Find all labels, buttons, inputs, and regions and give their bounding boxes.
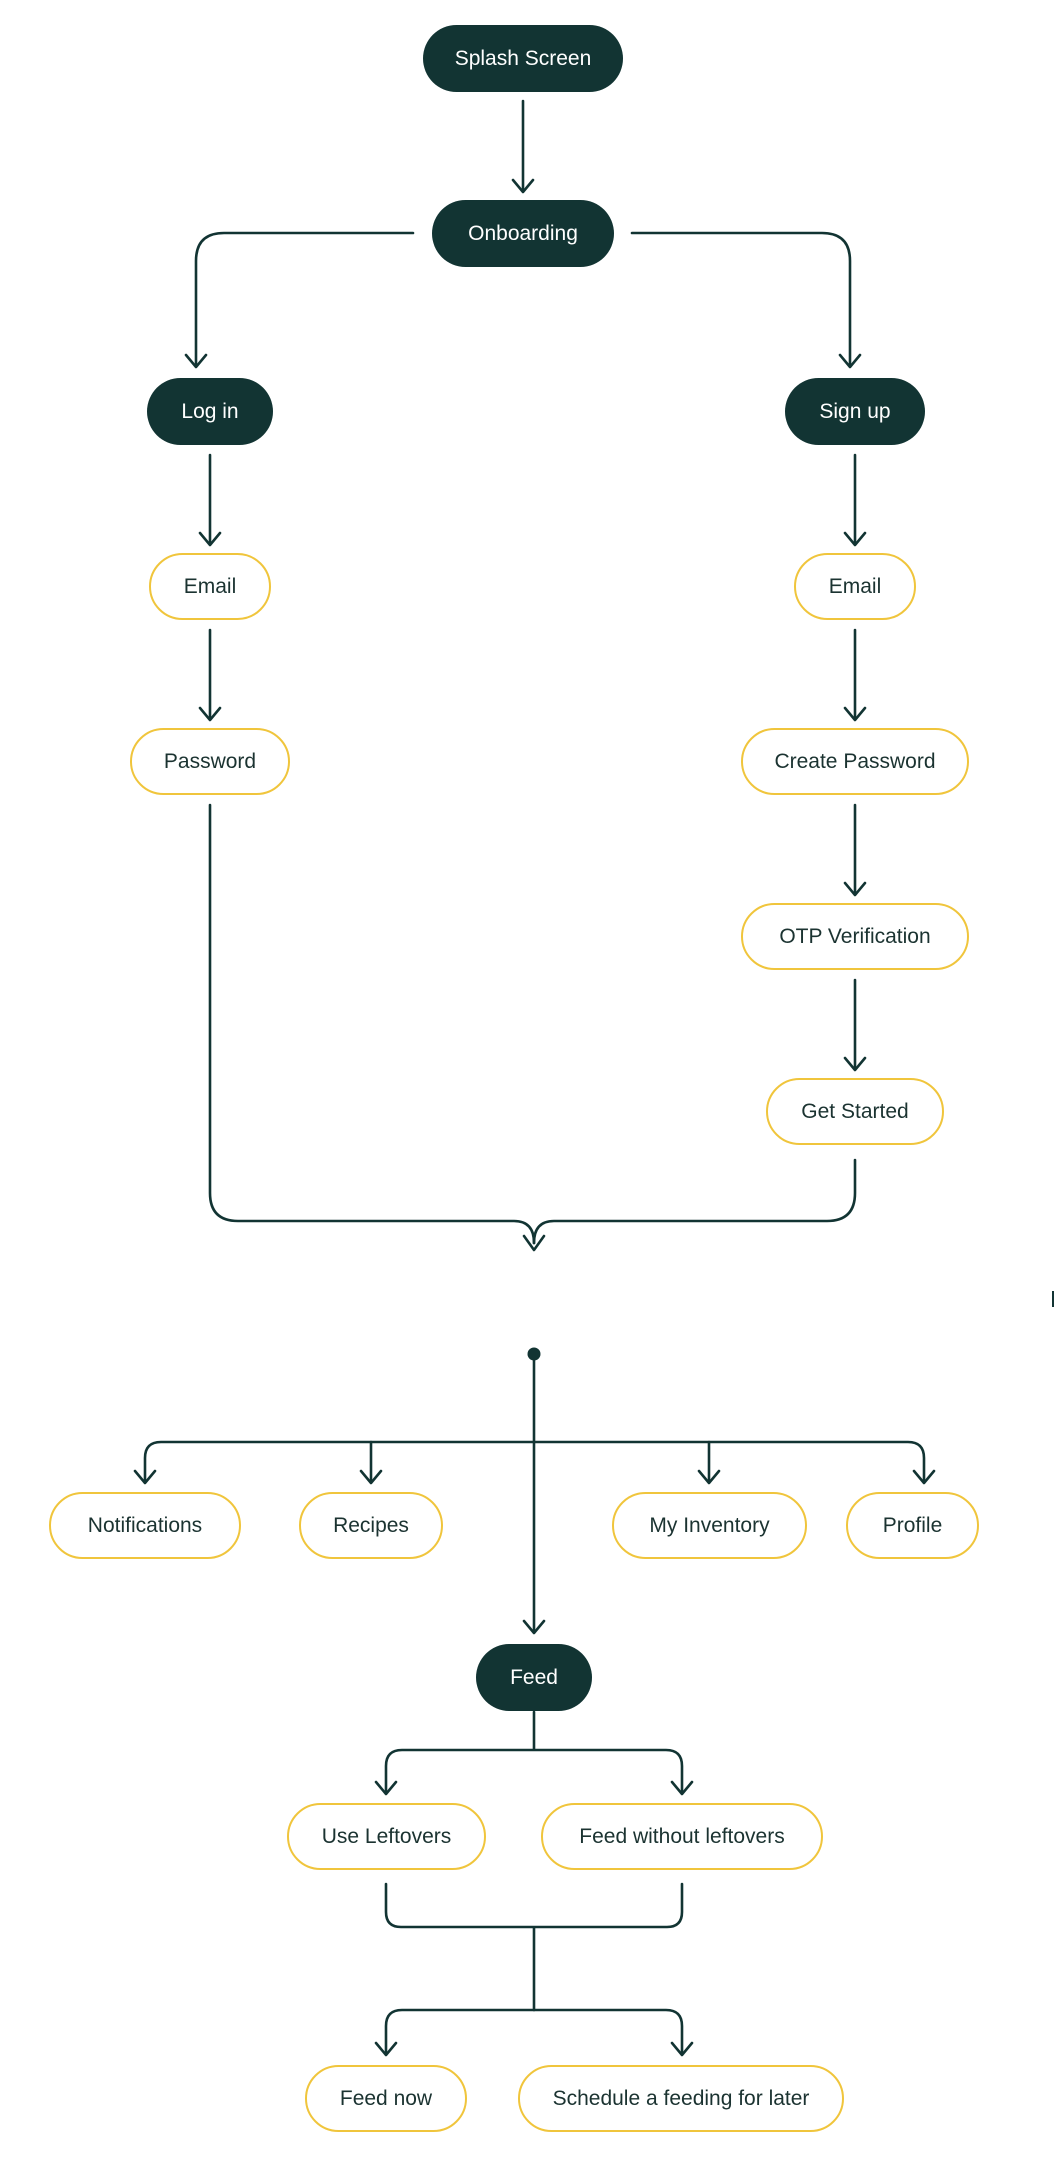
connector-onboarding-to-login [194,231,415,367]
arrowhead [511,178,535,194]
node-schedule-feeding: Schedule a feeding for later [518,2065,844,2132]
node-signup-email: Email [794,553,916,620]
node-log-in: Log in [147,378,273,445]
arrowhead [670,2041,694,2057]
arrowhead [198,531,222,547]
node-my-inventory: My Inventory [612,1492,807,1559]
arrowhead [843,1056,867,1072]
connector-feed-split [384,1710,684,1794]
arrowhead [184,353,208,369]
arrowhead [670,1780,694,1796]
connector-onboarding-to-signup [630,231,852,367]
node-create-password: Create Password [741,728,969,795]
connector-branch-bar [143,1440,926,1483]
node-login-email: Email [149,553,271,620]
arrowhead [912,1469,936,1485]
arrowhead [133,1469,157,1485]
connector-get-started-to-merge [532,1158,857,1245]
arrowhead [843,881,867,897]
arrowhead [374,1780,398,1796]
node-sign-up: Sign up [785,378,925,445]
node-login-password: Password [130,728,290,795]
node-feed-now: Feed now [305,2065,467,2132]
node-recipes: Recipes [299,1492,443,1559]
arrowhead [843,531,867,547]
node-splash-screen: Splash Screen [423,25,623,92]
arrowhead [359,1469,383,1485]
connector-password-to-merge [208,803,536,1245]
arrowhead [522,1619,546,1635]
connector-options-merge [384,1882,684,2012]
arrowhead [697,1469,721,1485]
node-feed-without-leftovers: Feed without leftovers [541,1803,823,1870]
node-onboarding: Onboarding [432,200,614,267]
edge-mark [1052,1291,1054,1307]
node-profile: Profile [846,1492,979,1559]
node-use-leftovers: Use Leftovers [287,1803,486,1870]
node-get-started: Get Started [766,1078,944,1145]
node-otp-verification: OTP Verification [741,903,969,970]
arrowhead [198,706,222,722]
arrowhead [843,706,867,722]
arrowhead [374,2041,398,2057]
node-feed: Feed [476,1644,592,1711]
arrowhead [522,1234,546,1252]
node-notifications: Notifications [49,1492,241,1559]
arrowhead [838,353,862,369]
connector-final-split [384,2008,684,2056]
